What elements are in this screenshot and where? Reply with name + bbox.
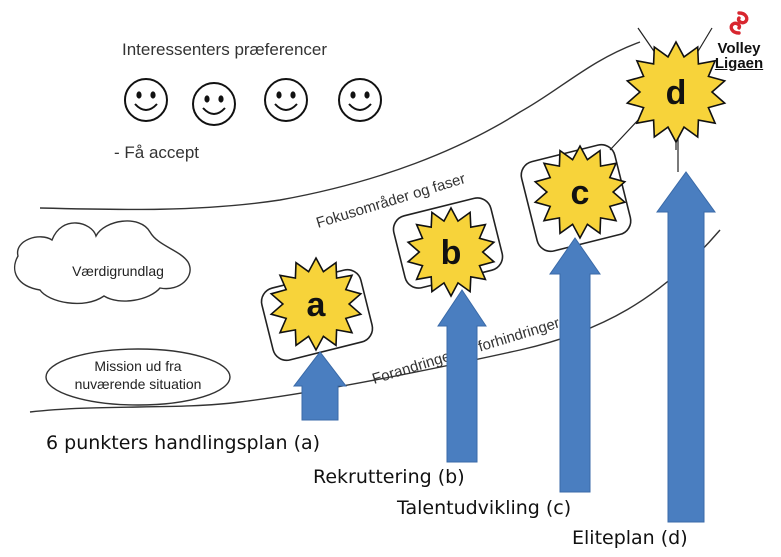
phase-arrow-a (292, 351, 348, 421)
phase-star-d (625, 40, 727, 144)
caption-c: Talentudvikling (c) (397, 497, 572, 519)
phase-letter-c: c (571, 174, 590, 212)
values-label: Værdigrundlag (72, 263, 164, 279)
values-shape (13, 220, 191, 305)
upper-boundary (39, 41, 641, 211)
phase-star-a (269, 256, 363, 352)
phase-arrow-b (437, 289, 487, 463)
accept-note: - Få accept (114, 143, 199, 162)
mission-label-line2: nuværende situation (75, 376, 202, 392)
phase-star-b (406, 206, 496, 298)
logo-word-2: Ligaen (714, 55, 764, 72)
volleyligaen-mark-icon (729, 11, 749, 35)
phase-star-c (533, 144, 627, 240)
lower-boundary (29, 229, 721, 413)
mission-label-line1: Mission ud fra (94, 358, 181, 374)
mission-ellipse (45, 348, 231, 406)
phase-letter-b: b (441, 234, 462, 272)
smiley-icon (192, 82, 236, 126)
caption-d: Eliteplan (d) (572, 527, 688, 549)
caption-a: 6 punkters handlingsplan (a) (46, 432, 321, 454)
smiley-icon (124, 78, 168, 122)
smiley-icon (264, 78, 308, 122)
logo-word-1: Volley (717, 40, 761, 57)
phase-letter-a: a (307, 286, 327, 324)
volleyligaen-logo: Volley Ligaen (709, 10, 769, 71)
phase-letter-d: d (666, 74, 687, 112)
smiley-icon (338, 78, 382, 122)
caption-b: Rekruttering (b) (313, 466, 465, 488)
phase-arrow-d (656, 171, 716, 523)
stakeholders-title: Interessenters præferencer (122, 40, 327, 59)
phase-arrow-c (549, 237, 601, 493)
